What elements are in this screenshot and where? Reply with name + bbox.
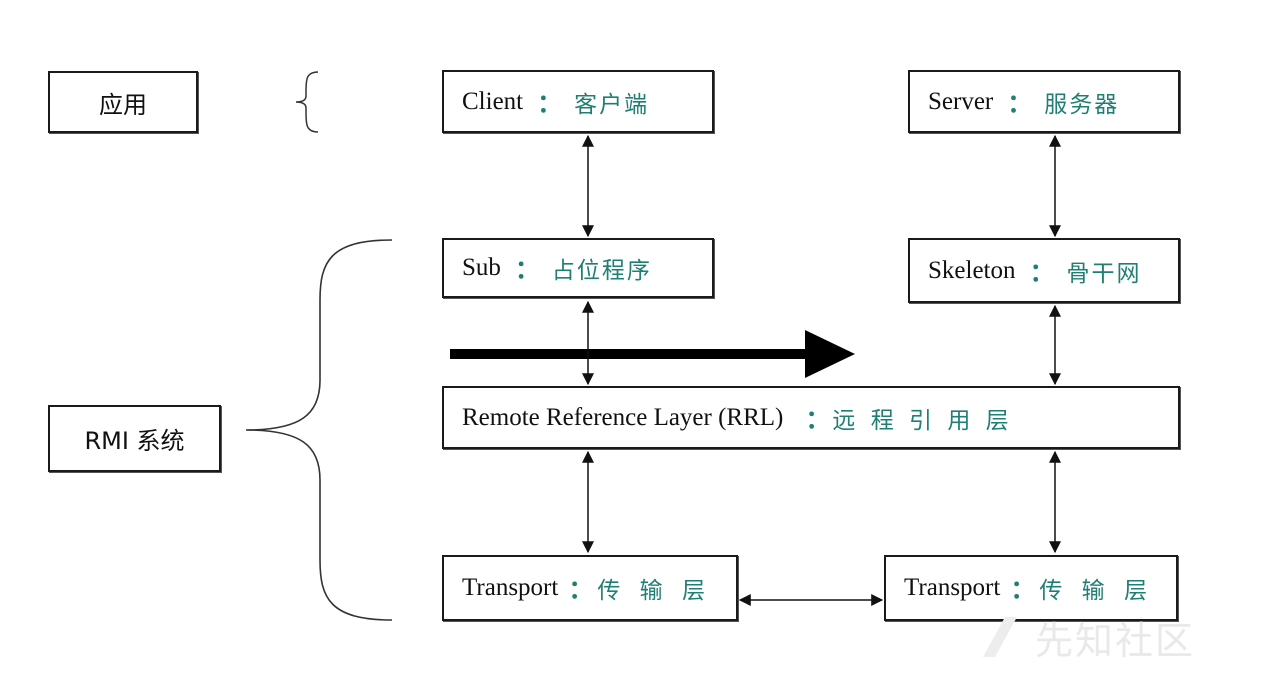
rmi-label-box: RMI 系统 <box>48 405 221 472</box>
sub-box: Sub ： 占位程序 <box>442 238 714 298</box>
sub-en: Sub <box>462 254 501 281</box>
transport-left-box: Transport ： 传 输 层 <box>442 555 738 621</box>
server-sep: ： <box>1007 90 1033 118</box>
skeleton-box: Skeleton ： 骨干网 <box>908 238 1180 303</box>
rmi-brace <box>245 239 393 621</box>
sub-sep: ： <box>514 257 540 284</box>
sub-zh: 占位程序 <box>551 258 652 284</box>
transport-left-zh: 传 输 层 <box>597 578 711 604</box>
server-en: Server <box>928 87 994 115</box>
client-zh: 客户端 <box>574 91 650 118</box>
watermark-logo-icon <box>983 617 1017 657</box>
transport-right-en: Transport <box>904 574 1001 601</box>
transport-left-sep: ： <box>568 577 594 604</box>
rrl-en: Remote Reference Layer (RRL) <box>462 403 784 431</box>
transport-right-zh: 传 输 层 <box>1039 578 1153 604</box>
app-brace <box>295 71 319 133</box>
skeleton-sep: ： <box>1029 259 1055 287</box>
rrl-zh: 远 程 引 用 层 <box>832 407 1013 434</box>
direction-arrow-head <box>805 330 855 378</box>
rrl-sep: ： <box>805 406 831 434</box>
app-label: 应用 <box>99 90 147 119</box>
skeleton-zh: 骨干网 <box>1066 260 1142 287</box>
client-box: Client ： 客户端 <box>442 70 714 133</box>
rrl-box: Remote Reference Layer (RRL) ： 远 程 引 用 层 <box>442 386 1180 449</box>
transport-right-sep: ： <box>1010 577 1036 604</box>
client-sep: ： <box>537 90 563 118</box>
watermark-text: 先知社区 <box>1035 619 1196 663</box>
server-zh: 服务器 <box>1044 91 1120 118</box>
transport-left-en: Transport <box>462 574 559 601</box>
rmi-label: RMI 系统 <box>84 427 185 455</box>
app-label-box: 应用 <box>48 71 198 133</box>
server-box: Server ： 服务器 <box>908 70 1180 133</box>
skeleton-en: Skeleton <box>928 256 1016 284</box>
transport-right-box: Transport ： 传 输 层 <box>884 555 1178 621</box>
client-en: Client <box>462 87 524 115</box>
